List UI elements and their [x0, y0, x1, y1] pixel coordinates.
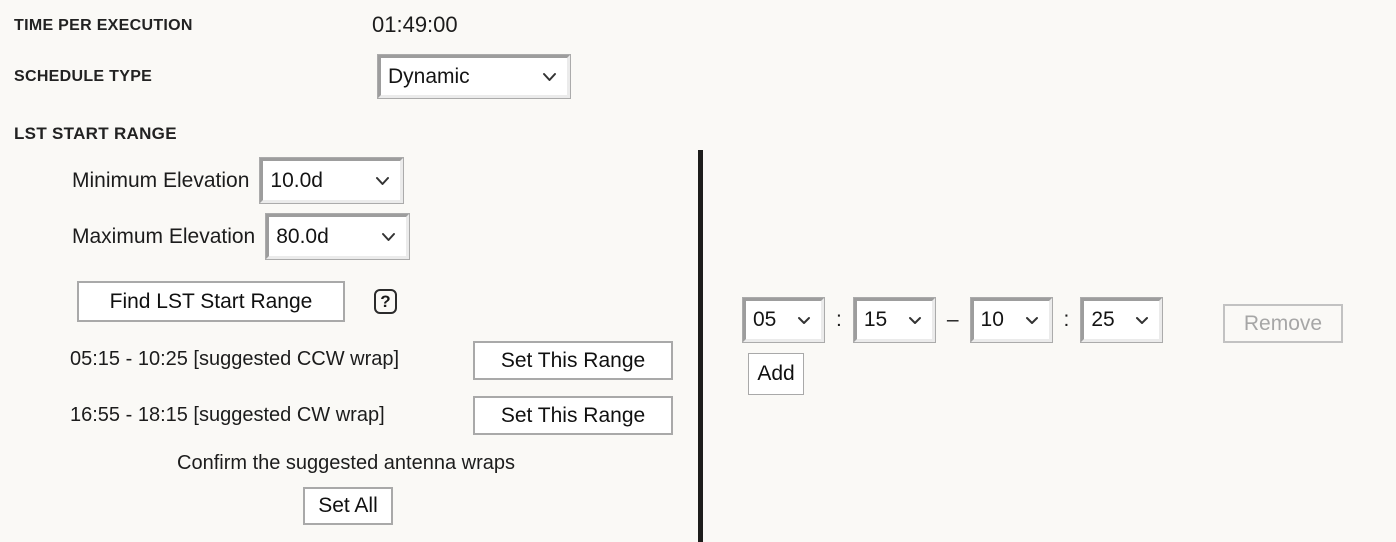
start-minute-value: 15	[863, 308, 888, 331]
max-elevation-row: Maximum Elevation 80.0d	[72, 214, 410, 259]
chevron-down-icon	[381, 232, 396, 242]
range-dash-separator: –	[946, 308, 959, 331]
schedule-type-select[interactable]: Dynamic	[378, 55, 570, 98]
min-elevation-label: Minimum Elevation	[72, 168, 250, 192]
set-this-range-button-1[interactable]: Set This Range	[473, 341, 673, 380]
time-colon-separator: :	[836, 308, 842, 331]
start-hour-select[interactable]: 05	[743, 298, 824, 342]
end-hour-value: 10	[980, 308, 1004, 331]
set-all-button[interactable]: Set All	[303, 487, 393, 525]
schedule-type-label: SCHEDULE TYPE	[14, 68, 153, 85]
add-range-button[interactable]: Add	[748, 353, 804, 395]
min-elevation-selected-value: 10.0d	[270, 168, 323, 192]
end-minute-select[interactable]: 25	[1081, 298, 1163, 342]
remove-range-button[interactable]: Remove	[1223, 304, 1343, 343]
time-per-execution-label: TIME PER EXECUTION	[14, 17, 193, 34]
schedule-type-selected-value: Dynamic	[388, 64, 470, 88]
start-minute-select[interactable]: 15	[853, 298, 935, 342]
chevron-down-icon	[797, 316, 811, 325]
max-elevation-select[interactable]: 80.0d	[266, 214, 410, 259]
min-elevation-select[interactable]: 10.0d	[260, 158, 404, 203]
max-elevation-selected-value: 80.0d	[276, 224, 329, 248]
chevron-down-icon	[1025, 316, 1039, 325]
chevron-down-icon	[1135, 316, 1149, 325]
set-this-range-button-2[interactable]: Set This Range	[473, 396, 673, 435]
time-colon-separator: :	[1063, 308, 1070, 331]
find-lst-start-range-button[interactable]: Find LST Start Range	[77, 281, 345, 322]
vertical-divider	[698, 150, 703, 542]
time-per-execution-value: 01:49:00	[372, 12, 458, 37]
suggested-range-text: 16:55 - 18:15 [suggested CW wrap]	[70, 404, 385, 426]
lst-range-row: 05 : 15 – 10 : 25	[743, 298, 1163, 342]
end-hour-select[interactable]: 10	[970, 298, 1052, 342]
help-icon[interactable]: ?	[374, 289, 397, 314]
lst-start-range-header: LST START RANGE	[14, 124, 177, 143]
confirm-wraps-text: Confirm the suggested antenna wraps	[177, 452, 515, 474]
start-hour-value: 05	[753, 308, 777, 331]
chevron-down-icon	[908, 316, 922, 325]
min-elevation-row: Minimum Elevation 10.0d	[72, 158, 404, 203]
max-elevation-label: Maximum Elevation	[72, 224, 256, 248]
suggested-range-text: 05:15 - 10:25 [suggested CCW wrap]	[70, 348, 400, 370]
chevron-down-icon	[542, 72, 557, 82]
chevron-down-icon	[375, 176, 390, 186]
end-minute-value: 25	[1091, 308, 1115, 331]
